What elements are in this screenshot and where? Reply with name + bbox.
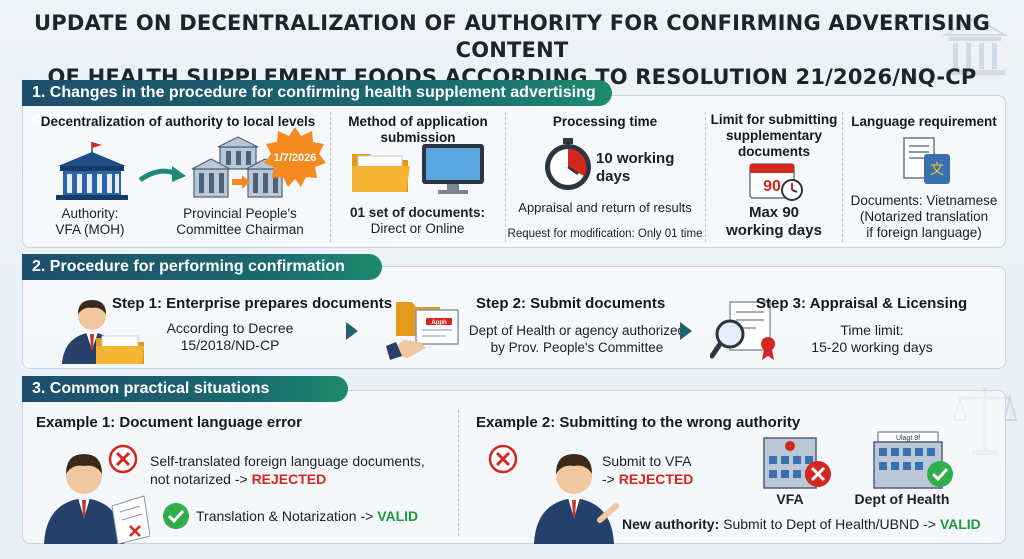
limit-value: Max 90 working days: [726, 204, 822, 239]
example-2-text: Submit to VFA -> REJECTED: [602, 453, 694, 487]
step-arrow-icon: [680, 322, 692, 340]
section-2-panel: [22, 266, 1006, 369]
vfa-building-icon: [763, 437, 831, 489]
rejected-x-icon: [108, 444, 138, 474]
form-tag-text: Apph: [431, 320, 447, 326]
step-2-text: Dept of Health or agency authorized by P…: [468, 323, 686, 355]
worried-businessman-icon: [534, 454, 619, 544]
dept-of-health-label: Dept of Health: [854, 491, 950, 507]
svg-text:文: 文: [930, 162, 944, 178]
appraisal-magnifier-icon: [710, 301, 775, 360]
method-text: 01 set of documents: Direct or Online: [349, 205, 486, 236]
stopwatch-icon: [545, 138, 591, 190]
language-title: Language requirement: [851, 114, 997, 129]
step-2-title: Step 2: Submit documents: [476, 295, 666, 312]
step-arrow-icon: [346, 322, 358, 340]
section-3-divider: [458, 410, 459, 536]
submit-documents-icon: Apph: [386, 302, 459, 360]
vfa-label: VFA: [776, 491, 804, 507]
government-building-icon: [56, 142, 128, 200]
date-badge-text: 1/7/2026: [274, 152, 317, 164]
new-authority-text: New authority: Submit to Dept of Health/…: [622, 516, 981, 532]
decentralization-title: Decentralization of authority to local l…: [40, 114, 316, 129]
dept-of-health-building-icon: Ulagt 9f: [873, 431, 953, 489]
calendar-icon: 90: [749, 163, 803, 201]
step-1-title: Step 1: Enterprise prepares documents: [112, 295, 393, 312]
language-text: Documents: Vietnamese (Notarized transla…: [850, 193, 998, 240]
authority-from-label: Authority: VFA (MOH): [55, 206, 125, 237]
page-title-line-1: UPDATE ON DECENTRALIZATION OF AUTHORITY …: [33, 11, 991, 62]
section-1-divider: [505, 112, 506, 242]
authority-to-label: Provincial People's Committee Chairman: [176, 206, 304, 237]
section-3-header: 3. Common practical situations: [22, 376, 348, 402]
step-3-text: Time limit: 15-20 working days: [811, 322, 933, 355]
processing-note: Appraisal and return of results: [518, 200, 692, 215]
computer-monitor-icon: [422, 144, 484, 194]
businessman-documents-icon: [62, 300, 144, 364]
example-1-text: Self-translated foreign language documen…: [150, 453, 425, 487]
building-sign-text: Ulagt 9f: [896, 435, 920, 442]
rejected-x-icon: [488, 444, 518, 474]
section-2-header: 2. Procedure for performing confirmation: [22, 254, 382, 280]
example-2-title: Example 2: Submitting to the wrong autho…: [476, 414, 801, 431]
section-1-divider: [705, 112, 706, 242]
arrow-right-icon: [138, 166, 186, 183]
limit-title: Limit for submitting supplementary docum…: [710, 112, 838, 159]
valid-check-icon: [163, 503, 189, 529]
step-1-text: According to Decree 15/2018/ND-CP: [166, 320, 294, 353]
page-title: UPDATE ON DECENTRALIZATION OF AUTHORITY …: [0, 10, 1024, 91]
example-1-valid: Translation & Notarization -> VALID: [196, 508, 419, 524]
date-badge-icon: 1/7/2026: [264, 127, 326, 187]
section-1-divider: [842, 112, 843, 242]
modification-note: Request for modification: Only 01 time: [507, 228, 703, 240]
processing-time-value: 10 working days: [596, 150, 675, 185]
example-1-title: Example 1: Document language error: [36, 414, 302, 431]
provincial-buildings-icon: [191, 136, 285, 198]
translation-document-icon: 文: [903, 137, 950, 184]
confused-businessman-icon: [44, 454, 150, 544]
processing-title: Processing time: [552, 114, 658, 129]
courthouse-background-icon: [941, 16, 1009, 75]
method-title: Method of application submission: [348, 114, 488, 145]
calendar-number: 90: [763, 178, 781, 195]
step-3-title: Step 3: Appraisal & Licensing: [756, 295, 968, 312]
folder-icon: [352, 154, 410, 192]
section-1-divider: [330, 112, 331, 242]
section-1-header: 1. Changes in the procedure for confirmi…: [22, 80, 612, 127]
